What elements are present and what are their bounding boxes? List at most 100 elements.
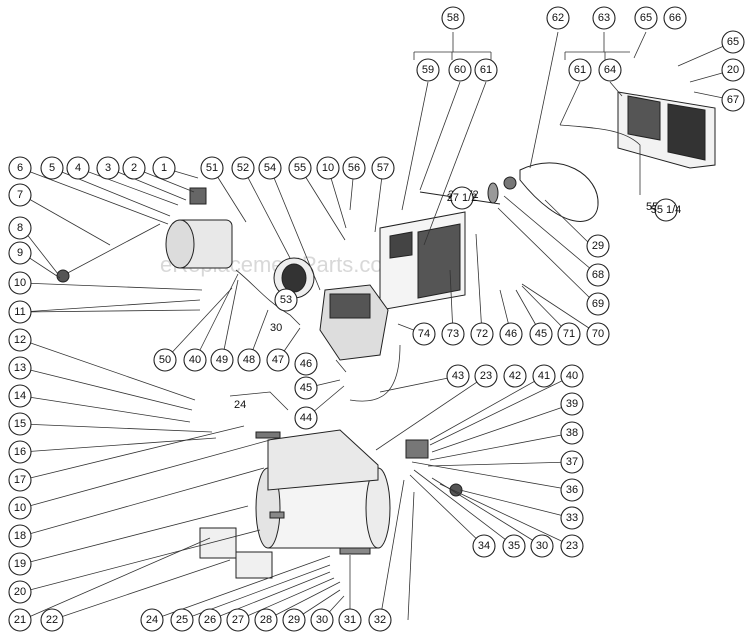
callout-65: 65 [634,6,658,30]
callout-55-1-4: 55 1/4 [651,198,681,222]
callout-number: 27 1/2 [447,192,478,204]
callout-64: 64 [598,58,622,82]
callout-number: 45 [300,382,312,394]
callout-70: 70 [586,322,610,346]
callout-number: 48 [243,354,255,366]
callout-number: 31 [344,614,356,626]
callout-10: 10 [8,496,32,520]
callout-number: 4 [75,162,81,174]
callout-number: 9 [17,247,23,259]
callout-2: 2 [122,156,146,180]
air-pump [319,284,389,361]
callout-48: 48 [237,348,261,372]
callout-6: 6 [8,156,32,180]
callout-number: 15 [14,418,26,430]
callout-45: 45 [529,322,553,346]
callout-number: 61 [480,64,492,76]
callout-60: 60 [448,58,472,82]
callout-67: 67 [721,88,745,112]
callout-53: 53 [274,288,298,312]
callout-number: 67 [727,94,739,106]
pulley-large [487,182,499,204]
callout-71: 71 [557,322,581,346]
callout-69: 69 [586,292,610,316]
callout-9: 9 [8,241,32,265]
callout-36: 36 [560,478,584,502]
callout-73: 73 [441,322,465,346]
callout-16: 16 [8,440,32,464]
callout-number: 54 [264,162,276,174]
callout-7: 7 [8,183,32,207]
pressure-switch [405,439,429,459]
callout-number: 19 [14,558,26,570]
callout-51: 51 [200,156,224,180]
callout-56: 56 [342,156,366,180]
callout-24: 24 [140,608,164,632]
callout-13: 13 [8,356,32,380]
callout-number: 45 [535,328,547,340]
callout-3: 3 [96,156,120,180]
callout-44: 44 [294,406,318,430]
callout-17: 17 [8,468,32,492]
callout-number: 6 [17,162,23,174]
callout-34: 34 [472,534,496,558]
callout-14: 14 [8,384,32,408]
belt-guard-back [617,91,716,169]
callout-39: 39 [560,392,584,416]
callout-18: 18 [8,524,32,548]
callout-62: 62 [546,6,570,30]
tube-label-24: 24 [234,399,246,411]
callout-20: 20 [8,580,32,604]
callout-number: 72 [476,328,488,340]
callout-number: 74 [418,328,430,340]
callout-42: 42 [503,364,527,388]
callout-number: 60 [454,64,466,76]
callout-number: 37 [566,456,578,468]
callout-number: 43 [452,370,464,382]
callout-number: 46 [300,358,312,370]
callout-11: 11 [8,300,32,324]
callout-number: 23 [566,540,578,552]
callout-41: 41 [532,364,556,388]
callout-number: 10 [14,277,26,289]
callout-number: 51 [206,162,218,174]
callout-58: 58 [441,6,465,30]
callout-number: 40 [566,370,578,382]
callout-37: 37 [560,450,584,474]
callout-number: 41 [538,370,550,382]
callout-number: 59 [422,64,434,76]
callout-number: 32 [374,614,386,626]
callout-21: 21 [8,608,32,632]
callout-46: 46 [294,352,318,376]
callout-number: 3 [105,162,111,174]
callout-number: 17 [14,474,26,486]
callout-number: 28 [260,614,272,626]
pulley-small [503,176,517,190]
callout-number: 34 [478,540,490,552]
callout-number: 7 [17,189,23,201]
callout-number: 65 [727,36,739,48]
callout-number: 50 [159,354,171,366]
callout-72: 72 [470,322,494,346]
callout-74: 74 [412,322,436,346]
callout-35: 35 [502,534,526,558]
callout-number: 1 [161,162,167,174]
callout-number: 13 [14,362,26,374]
callout-25: 25 [170,608,194,632]
callout-68: 68 [586,263,610,287]
callout-1: 1 [152,156,176,180]
belt [519,162,599,222]
callout-52: 52 [231,156,255,180]
callout-number: 73 [447,328,459,340]
callout-number: 22 [46,614,58,626]
decal-plate-2 [235,551,273,579]
callout-number: 66 [669,12,681,24]
callout-number: 29 [592,240,604,252]
callout-57: 57 [371,156,395,180]
callout-22: 22 [40,608,64,632]
callout-46: 46 [499,322,523,346]
callout-number: 14 [14,390,26,402]
callout-number: 55 [294,162,306,174]
